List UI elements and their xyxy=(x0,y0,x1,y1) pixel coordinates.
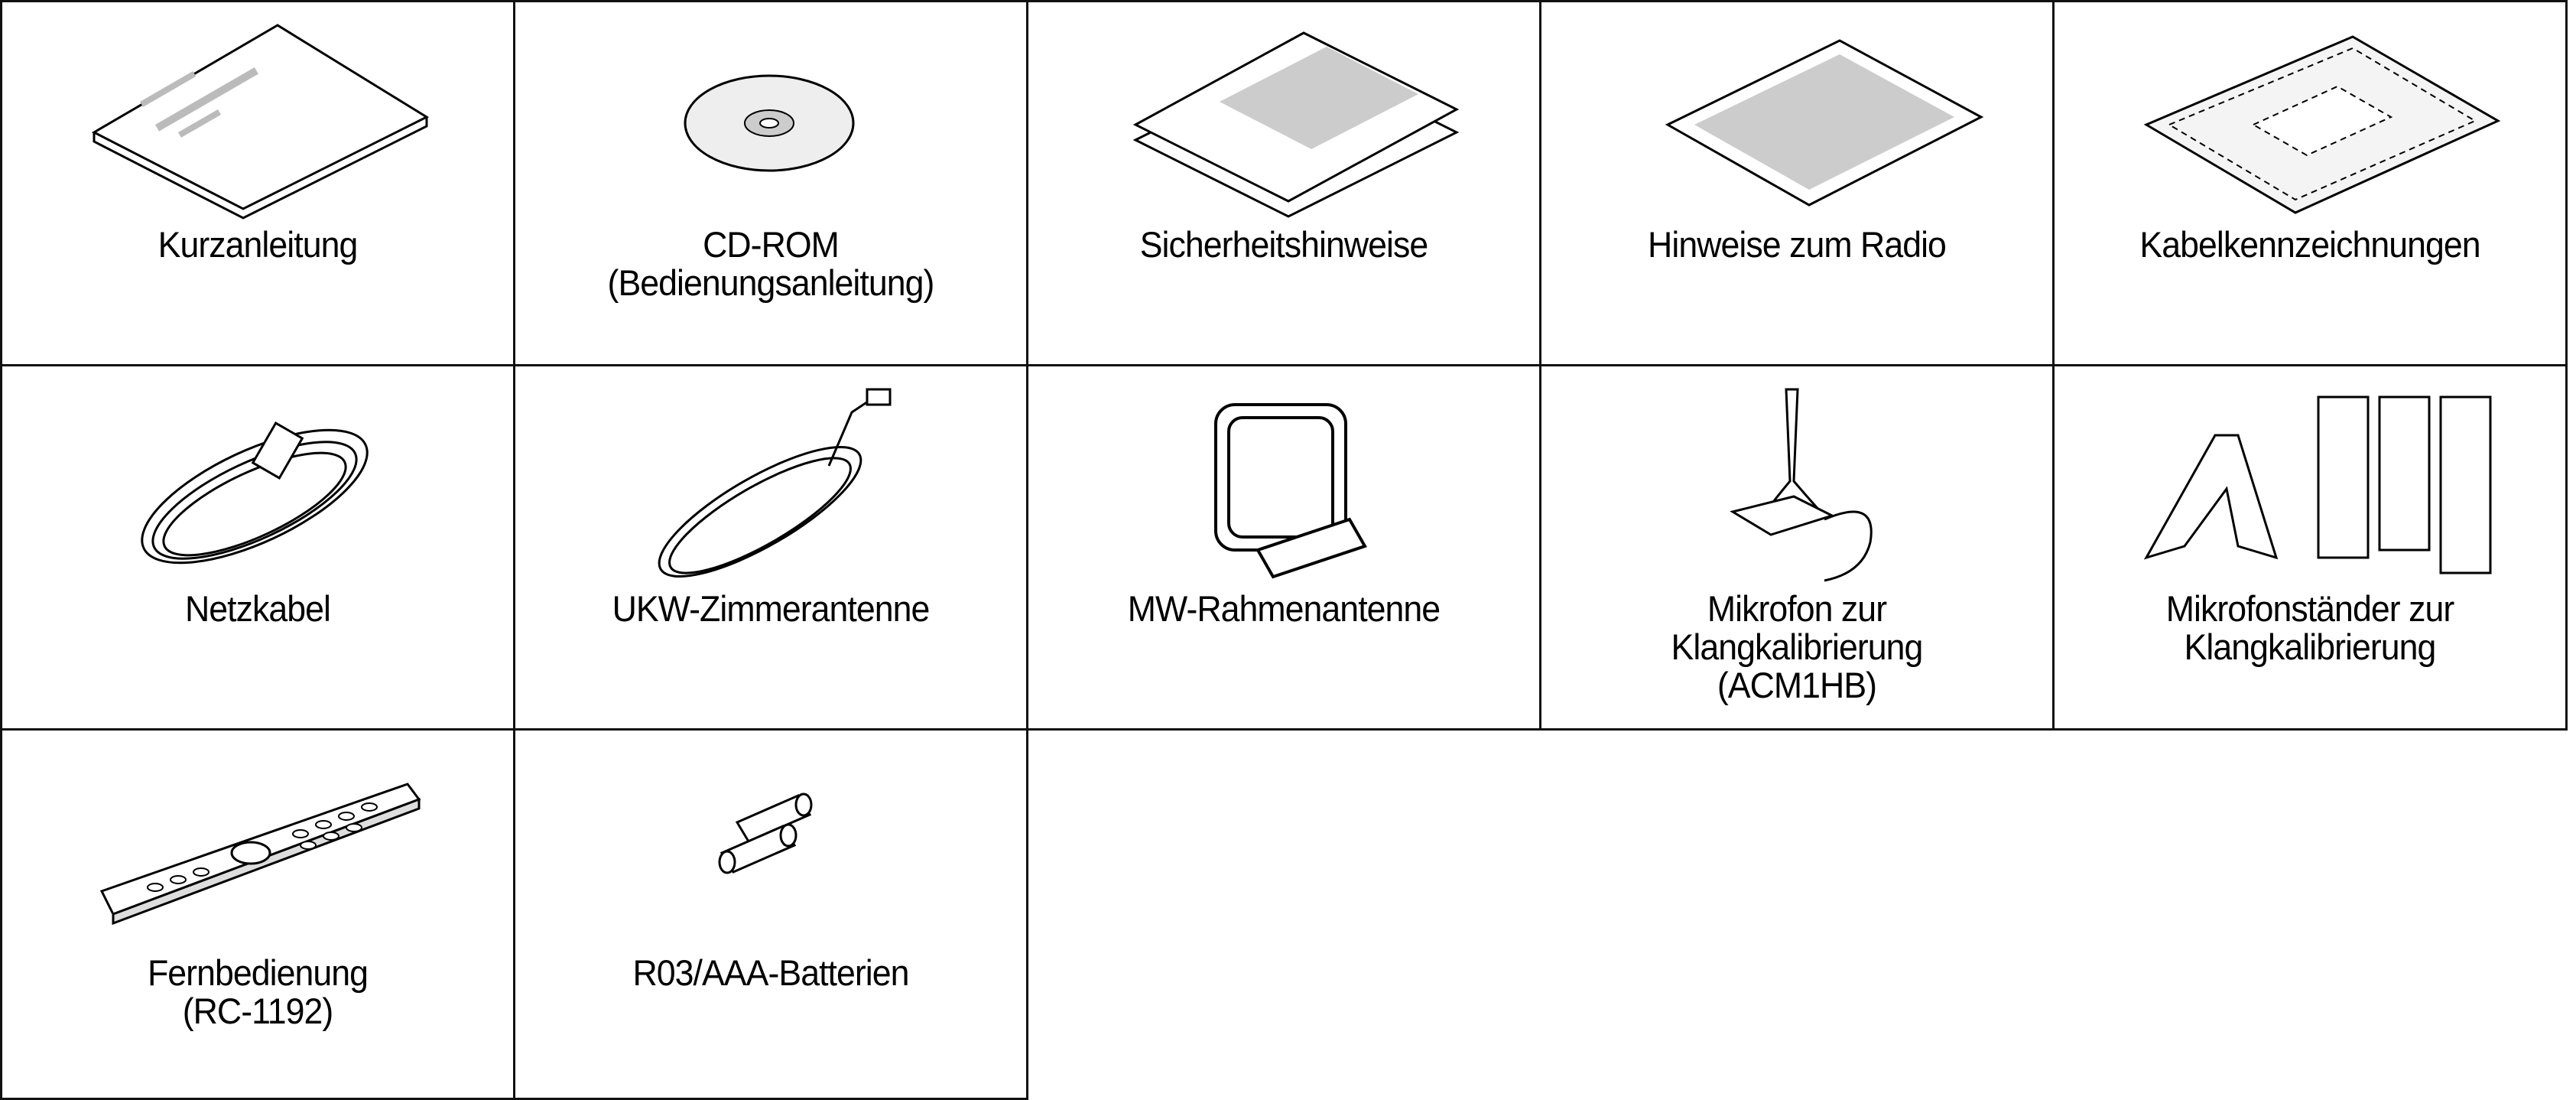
item-quick-start-guide: Kurzanleitung xyxy=(0,0,515,366)
radio-notes-icon xyxy=(1541,10,2057,224)
item-remote-control: Fernbedienung(RC-1192) xyxy=(0,728,515,1100)
item-label: UKW-Zimmerantenne xyxy=(612,588,931,629)
am-loop-antenna-icon xyxy=(1028,374,1544,588)
item-batteries: R03/AAA-Batterien xyxy=(513,728,1028,1100)
item-am-loop-antenna: MW-Rahmenantenne xyxy=(1026,364,1541,731)
item-label: Hinweise zum Radio xyxy=(1648,224,1947,265)
cd-rom-icon xyxy=(515,10,1031,224)
item-label: Mikrofonständer zur xyxy=(2165,588,2454,629)
item-label: Netzkabel xyxy=(185,588,331,629)
microphone-stand-icon xyxy=(2055,374,2570,588)
fm-antenna-icon xyxy=(515,374,1031,588)
item-safety-instructions: Sicherheitshinweise xyxy=(1026,0,1541,366)
item-label: Kurzanleitung xyxy=(158,224,359,265)
item-label-model: (ACM1HB) xyxy=(1717,665,1877,705)
item-label: Mikrofon zur xyxy=(1707,588,1887,629)
item-cable-labels: Kabelkennzeichnungen xyxy=(2052,0,2568,366)
item-label: R03/AAA-Batterien xyxy=(632,952,909,993)
microphone-icon xyxy=(1541,374,2057,588)
item-label: MW-Rahmenantenne xyxy=(1127,588,1441,629)
safety-sheet-icon xyxy=(1028,10,1544,224)
cable-labels-icon xyxy=(2055,10,2570,224)
item-label-sub: Klangkalibrierung xyxy=(2184,626,2437,667)
item-label-sub: Klangkalibrierung xyxy=(1671,626,1924,667)
item-label: CD-ROM xyxy=(703,224,840,265)
item-radio-notes: Hinweise zum Radio xyxy=(1539,0,2055,366)
item-cd-rom: CD-ROM(Bedienungsanleitung) xyxy=(513,0,1028,366)
power-cord-icon xyxy=(2,374,518,588)
batteries-icon xyxy=(515,738,1031,952)
booklet-icon xyxy=(2,10,518,224)
item-label: Kabelkennzeichnungen xyxy=(2139,224,2480,265)
item-label-sub: (Bedienungsanleitung) xyxy=(607,262,935,303)
item-fm-antenna: UKW-Zimmerantenne xyxy=(513,364,1028,731)
item-label-sub: (RC-1192) xyxy=(182,991,334,1031)
remote-control-icon xyxy=(2,738,518,952)
item-label: Fernbedienung xyxy=(147,952,369,993)
item-power-cord: Netzkabel xyxy=(0,364,515,731)
item-label: Sicherheitshinweise xyxy=(1139,224,1429,265)
